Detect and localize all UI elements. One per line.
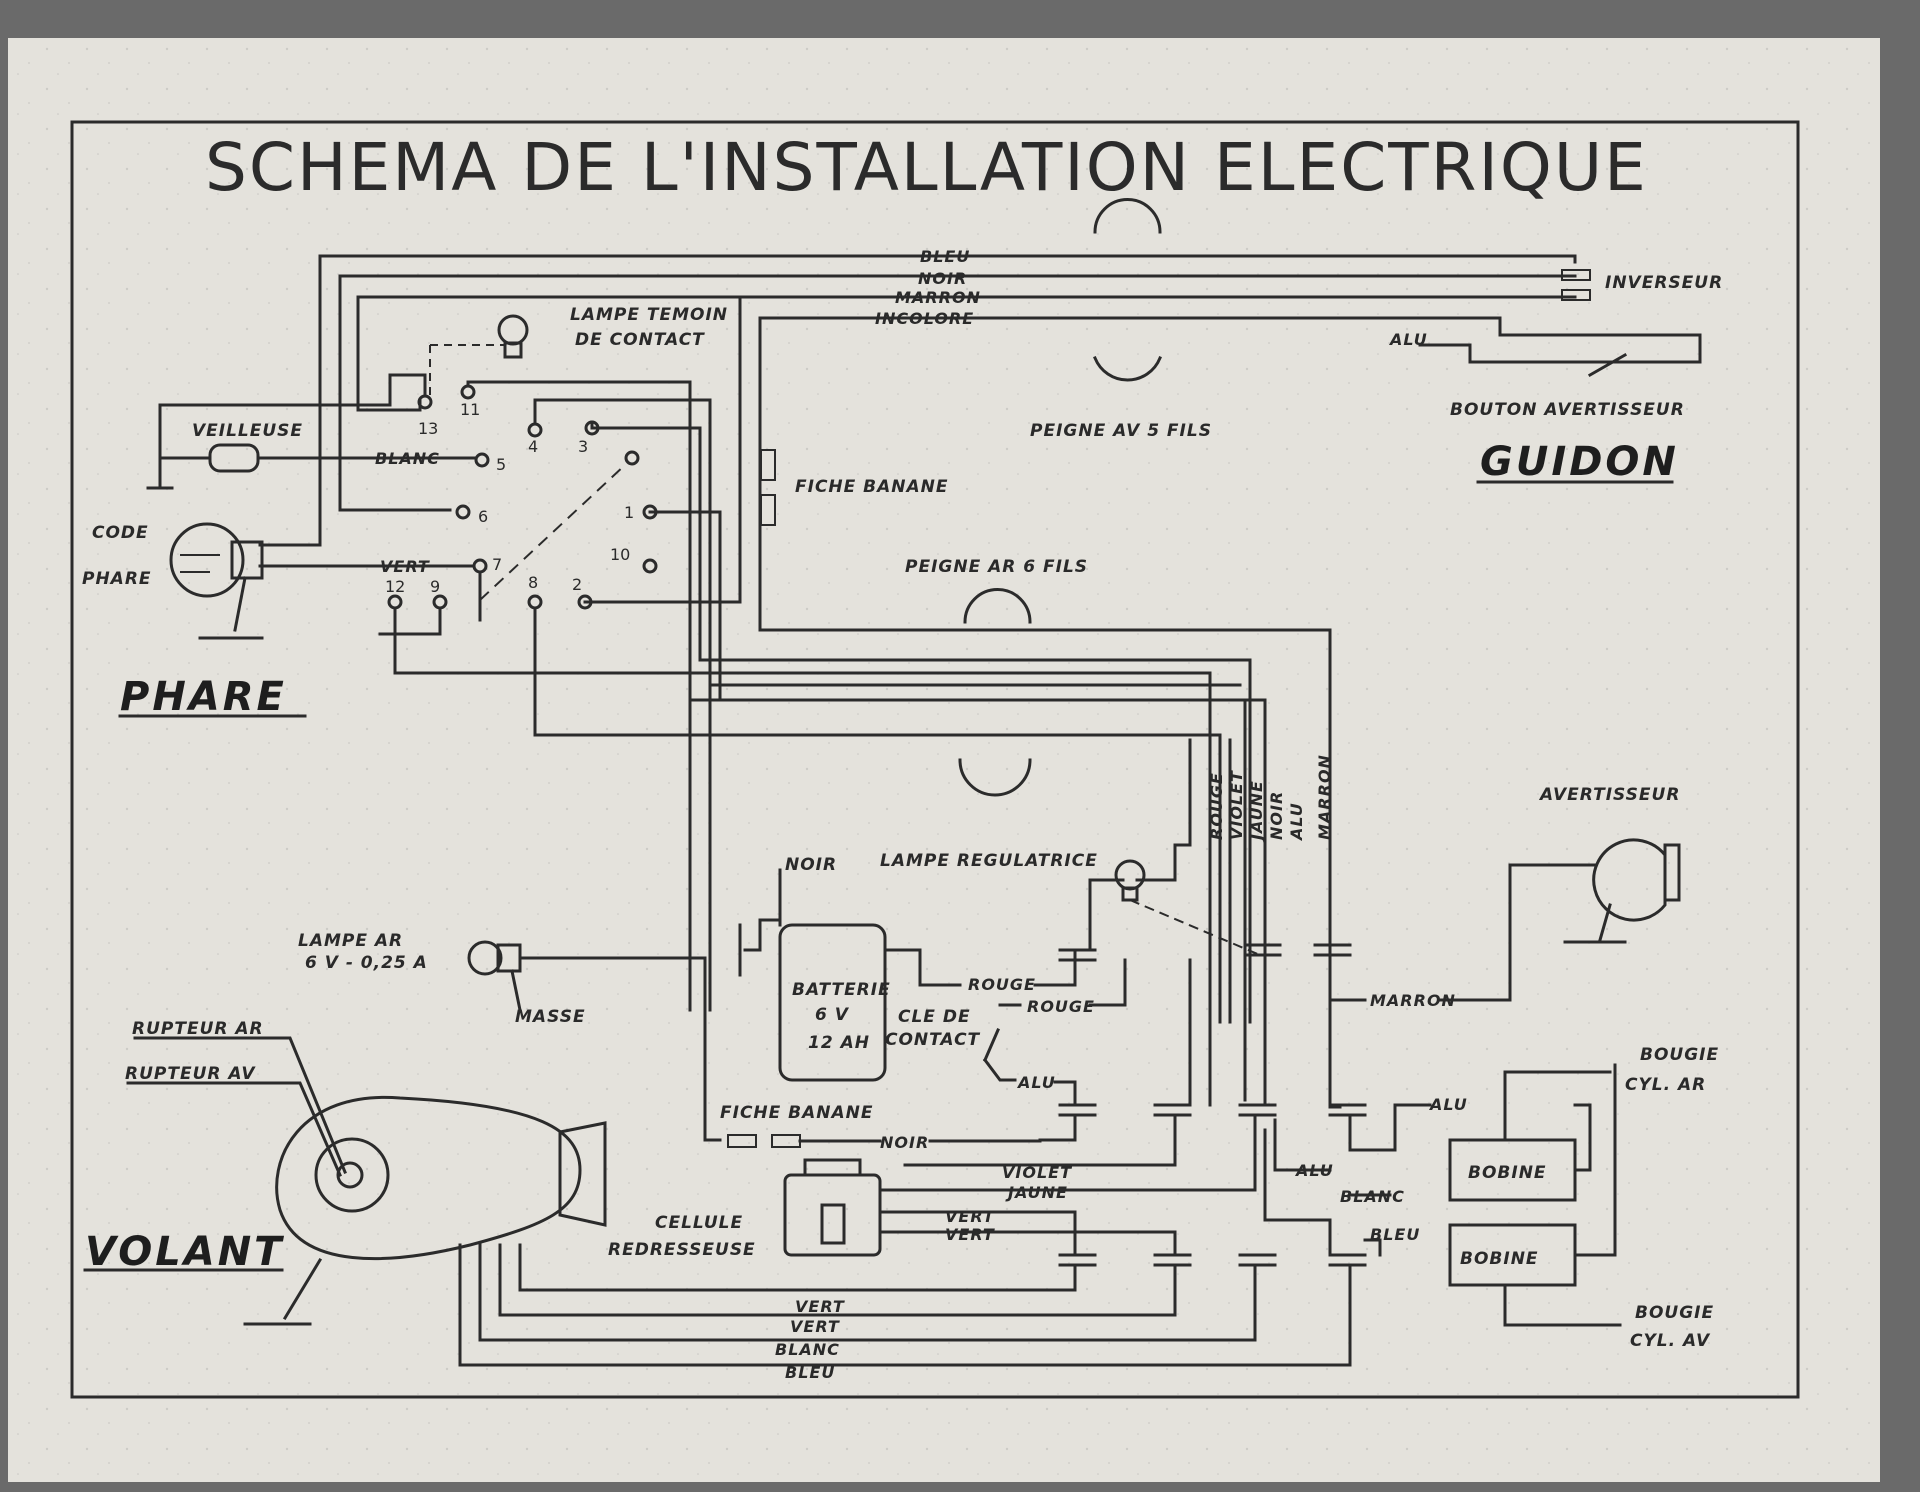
vertical-wire-bundle xyxy=(1188,738,1332,1052)
vwire-violet: VIOLET xyxy=(1227,770,1246,840)
peigne-5-label: PEIGNE AV 5 FILS xyxy=(1030,421,1212,441)
lower-wire-routing xyxy=(458,958,1432,1367)
lampe-ar-label-2: 6 V - 0,25 A xyxy=(305,953,428,973)
wire-connector-clamps xyxy=(1058,943,1367,1267)
bougie-top-label-1: BOUGIE xyxy=(1640,1045,1719,1065)
cle-label-1: CLE DE xyxy=(898,1007,971,1027)
section-guidon: GUIDON xyxy=(1480,439,1679,485)
phare-headlamp-icon xyxy=(169,522,264,640)
bougie-bot-label-2: CYL. AV xyxy=(1630,1331,1711,1351)
fiche-banane-top-icon xyxy=(760,449,776,526)
wire-label-bleu-top: BLEU xyxy=(920,247,970,266)
wire-label-bleu-b: BLEU xyxy=(785,1363,835,1382)
wire-label-blanc-b: BLANC xyxy=(775,1340,840,1359)
wire-label-blanc-r: BLANC xyxy=(1340,1187,1405,1206)
wire-label-vert-c: VERT xyxy=(795,1297,845,1316)
bougie-top-label-2: CYL. AR xyxy=(1625,1075,1706,1095)
vwire-noir: NOIR xyxy=(1267,791,1286,840)
avertisseur-horn-icon xyxy=(1438,838,1681,1002)
bobine-label-2: BOBINE xyxy=(1460,1249,1539,1269)
diagram-frame xyxy=(70,120,1800,1399)
lampe-ar-label-1: LAMPE AR xyxy=(298,931,403,951)
bobine-coil-icon xyxy=(1448,1063,1622,1327)
section-phare: PHARE xyxy=(120,674,287,720)
vwire-marron: MARRON xyxy=(1315,754,1334,840)
terminal-12: 12 xyxy=(385,577,405,596)
section-volant: VOLANT xyxy=(85,1229,284,1275)
lampe-regulatrice-label: LAMPE REGULATRICE xyxy=(880,851,1098,871)
fiche-banane-bottom-label: FICHE BANANE xyxy=(720,1103,874,1123)
terminal-10: 10 xyxy=(610,545,630,564)
terminal-5: 5 xyxy=(496,455,506,474)
peigne-6-label: PEIGNE AR 6 FILS xyxy=(905,557,1088,577)
terminal-13: 13 xyxy=(418,419,438,438)
noir-bat-label: NOIR xyxy=(785,855,837,875)
wire-label-alu-r2: ALU xyxy=(1294,1161,1334,1180)
terminal-9: 9 xyxy=(430,577,440,596)
batterie-icon xyxy=(738,868,962,1082)
veilleuse-label: VEILLEUSE xyxy=(192,421,303,441)
cellule-label-1: CELLULE xyxy=(655,1213,743,1233)
comb-connector-icon xyxy=(958,198,1162,797)
veilleuse-bulb-icon xyxy=(146,443,260,490)
vwire-alu: ALU xyxy=(1287,802,1306,842)
wire-label-marron: MARRON xyxy=(1370,991,1456,1010)
cellule-redresseuse-icon xyxy=(783,1158,907,1257)
cle-label-2: CONTACT xyxy=(885,1030,981,1050)
wire-label-vert-a: VERT xyxy=(945,1207,995,1226)
rupteur-av-label: RUPTEUR AV xyxy=(125,1064,256,1084)
code-label: CODE xyxy=(92,523,149,543)
wire-label-alu-top: ALU xyxy=(1388,330,1428,349)
terminal-7: 7 xyxy=(492,555,502,574)
wire-label-incolore: INCOLORE xyxy=(875,309,974,328)
lampe-temoin-label-1: LAMPE TEMOIN xyxy=(570,305,728,325)
vwire-jaune: JAUNE xyxy=(1247,780,1266,843)
fiche-banane-bottom-icon xyxy=(727,1134,882,1148)
diagram-title: SCHEMA DE L'INSTALLATION ELECTRIQUE xyxy=(205,129,1648,206)
wire-label-bleu-r: BLEU xyxy=(1370,1225,1420,1244)
wire-label-noir-bottom: NOIR xyxy=(880,1133,929,1152)
lampe-temoin-icon xyxy=(429,314,529,400)
bouton-avertisseur-label: BOUTON AVERTISSEUR xyxy=(1450,400,1685,420)
batterie-label-2: 6 V xyxy=(815,1005,850,1025)
terminal-6: 6 xyxy=(478,507,488,526)
phare-bulb-label: PHARE xyxy=(82,569,152,589)
wire-label-vert-phare: VERT xyxy=(380,557,430,576)
wire-label-alu-r1: ALU xyxy=(1428,1095,1468,1114)
wire-label-violet: VIOLET xyxy=(1002,1163,1072,1182)
wire-label-blanc-phare: BLANC xyxy=(375,449,440,468)
terminal-3: 3 xyxy=(578,437,588,456)
vwire-rouge: ROUGE xyxy=(1207,772,1226,840)
terminal-1: 1 xyxy=(624,503,634,522)
terminal-4: 4 xyxy=(528,437,538,456)
lampe-regulatrice-icon xyxy=(1088,828,1261,956)
avertisseur-label: AVERTISSEUR xyxy=(1538,785,1680,805)
fiche-banane-top-label: FICHE BANANE xyxy=(795,477,949,497)
batterie-label-1: BATTERIE xyxy=(792,980,891,1000)
terminal-8: 8 xyxy=(528,573,538,592)
wire-label-marron-top: MARRON xyxy=(895,288,981,307)
wire-label-jaune: JAUNE xyxy=(1005,1183,1068,1202)
bobine-label-1: BOBINE xyxy=(1468,1163,1547,1183)
rupteur-ar-label: RUPTEUR AR xyxy=(132,1019,264,1039)
wire-label-rouge-2: ROUGE xyxy=(1027,997,1095,1016)
masse-label: MASSE xyxy=(515,1007,586,1027)
batterie-label-3: 12 AH xyxy=(808,1033,870,1053)
wire-label-vert-b: VERT xyxy=(945,1225,995,1244)
cellule-label-2: REDRESSEUSE xyxy=(608,1240,756,1260)
bougie-bot-label-1: BOUGIE xyxy=(1635,1303,1714,1323)
inverseur-label: INVERSEUR xyxy=(1605,273,1723,293)
wire-label-vert-d: VERT xyxy=(790,1317,840,1336)
wire-label-noir-top: NOIR xyxy=(918,269,967,288)
lampe-temoin-label-2: DE CONTACT xyxy=(575,330,705,350)
terminal-2: 2 xyxy=(572,575,582,594)
wire-label-alu-cle: ALU xyxy=(1016,1073,1056,1092)
wire-label-rouge-1: ROUGE xyxy=(968,975,1036,994)
lampe-ar-icon xyxy=(467,940,722,1142)
volant-flywheel-icon xyxy=(126,1036,607,1367)
terminal-11: 11 xyxy=(460,400,480,419)
